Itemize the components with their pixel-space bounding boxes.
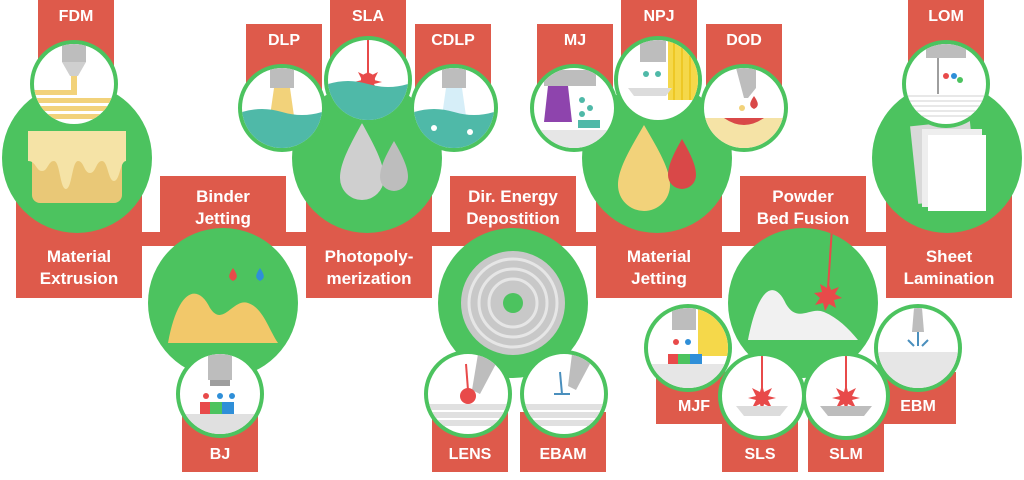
process-label: DOD [726, 32, 762, 49]
category-label: Sheet [925, 247, 973, 266]
category-label: Photopoly- [324, 247, 414, 266]
category-label: Jetting [631, 269, 687, 288]
category-label: Depostition [466, 209, 560, 228]
selective-laser-melting-icon [820, 356, 872, 416]
process-label: NPJ [643, 8, 675, 25]
process-circle-mjf [644, 304, 732, 392]
process-label: EBAM [539, 446, 587, 463]
electron-beam-melting-icon [878, 308, 958, 388]
process-label: SLM [829, 446, 863, 463]
molten-material-icon [28, 131, 126, 203]
extruder-nozzle-icon [34, 44, 114, 119]
powder-pile-icon [168, 268, 278, 343]
deposited-rings-icon [461, 251, 565, 355]
process-label: SLS [744, 446, 776, 463]
process-circle-fdm [30, 40, 118, 128]
category-label: Bed Fusion [756, 209, 850, 228]
process-circle-lens [424, 350, 512, 438]
process-circle-sls [718, 352, 806, 440]
electron-beam-icon [524, 354, 604, 426]
selective-laser-sintering-icon [736, 356, 788, 416]
process-label: LENS [448, 446, 492, 463]
process-label: MJ [563, 32, 587, 49]
category-label: Lamination [903, 269, 995, 288]
resin-drops-icon [340, 123, 408, 200]
dlp-projector-icon [242, 68, 322, 148]
material-extrusion-circle [2, 83, 152, 233]
process-label: LOM [928, 8, 964, 25]
process-label: FDM [58, 8, 94, 25]
multi-jet-printhead-icon [534, 70, 614, 148]
binder-printhead-icon [180, 354, 260, 434]
process-circle-npj [614, 36, 702, 124]
category-label: Extrusion [39, 269, 119, 288]
process-circle-slm [802, 352, 890, 440]
sla-laser-icon [328, 40, 408, 120]
process-label: BJ [209, 446, 231, 463]
process-label: EBM [900, 398, 936, 415]
process-circle-ebam [520, 350, 608, 438]
process-circle-sla [324, 36, 412, 124]
category-label: merization [326, 269, 412, 288]
material-drops-icon [618, 125, 696, 211]
process-circle-bj [176, 350, 264, 438]
process-label: SLA [352, 8, 384, 25]
process-circle-dod [700, 64, 788, 152]
process-label: MJF [678, 398, 710, 415]
process-circle-mj [530, 64, 618, 152]
process-circle-ebm [874, 304, 962, 392]
sheet-lamination-circle [872, 83, 1022, 233]
process-label: DLP [268, 32, 300, 49]
category-label: Dir. Energy [468, 187, 558, 206]
nanoparticle-jet-icon [628, 40, 698, 100]
category-label: Powder [772, 187, 834, 206]
powder-laser-icon [748, 228, 858, 340]
laminated-object-icon [906, 44, 986, 117]
stacked-sheets-icon [910, 120, 986, 211]
lens-laser-icon [428, 354, 508, 426]
category-label: Jetting [195, 209, 251, 228]
category-label: Material [46, 247, 112, 266]
process-circle-lom [902, 40, 990, 128]
process-circle-dlp [238, 64, 326, 152]
cdlp-projector-icon [414, 68, 494, 148]
process-label: CDLP [431, 32, 475, 49]
multi-jet-fusion-icon [648, 308, 728, 388]
process-circle-cdlp [410, 64, 498, 152]
connector-line [425, 232, 455, 246]
connector-line [280, 232, 310, 246]
category-label: Binder [196, 187, 250, 206]
drop-on-demand-icon [704, 68, 784, 148]
category-label: Material [626, 247, 692, 266]
